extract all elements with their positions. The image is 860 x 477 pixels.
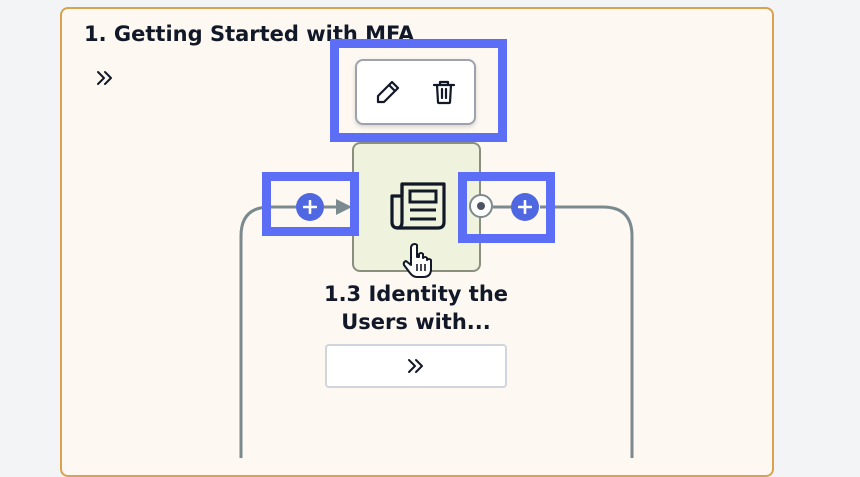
plus-icon — [518, 200, 532, 214]
plus-icon — [303, 200, 317, 214]
loop-line-left — [239, 205, 297, 458]
section-expand-button[interactable] — [94, 66, 116, 90]
node-expand-button[interactable] — [325, 344, 507, 388]
node-action-toolbar — [355, 59, 476, 125]
newspaper-icon — [390, 182, 446, 230]
hand-pointer-cursor-icon — [402, 243, 432, 278]
node-label: 1.3 Identity the Users with... — [323, 282, 509, 334]
delete-node-button[interactable] — [427, 75, 461, 109]
edit-node-button[interactable] — [371, 75, 405, 109]
output-port[interactable] — [469, 194, 493, 218]
loop-line-right — [540, 205, 634, 458]
add-step-after-button[interactable] — [511, 193, 539, 221]
add-step-before-button[interactable] — [296, 193, 324, 221]
port-dot-icon — [477, 202, 485, 210]
arrowhead-icon — [336, 199, 352, 215]
step-node-card[interactable] — [352, 142, 481, 278]
pencil-icon — [376, 80, 400, 104]
double-chevron-right-icon — [408, 359, 423, 373]
double-chevron-right-icon — [97, 71, 112, 85]
trash-icon — [432, 80, 456, 105]
